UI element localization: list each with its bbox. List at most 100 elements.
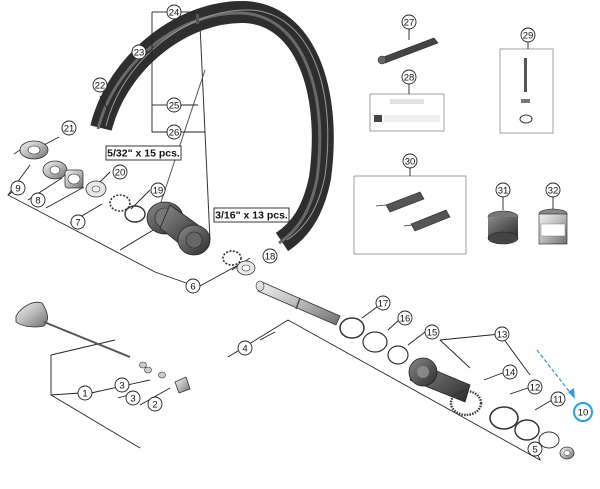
ball-retainer-left (109, 194, 131, 212)
callout-32: 32 (545, 182, 561, 198)
ratchet-ring (449, 389, 483, 417)
brake-pads-box (353, 175, 467, 255)
hub-axle (255, 280, 341, 326)
svg-text:6: 6 (190, 282, 195, 293)
ball-ring-left (124, 205, 146, 223)
callout-9: 9 (10, 180, 26, 196)
highlight-arrow (536, 349, 575, 399)
callout-10: 10 (573, 402, 593, 422)
svg-text:3: 3 (130, 394, 135, 405)
spacer (64, 169, 84, 189)
spokes (159, 24, 211, 241)
ring-12 (489, 406, 519, 430)
callout-19: 19 (150, 182, 166, 198)
svg-text:21: 21 (64, 124, 75, 135)
callout-22: 22 (92, 77, 108, 93)
ring-17 (339, 317, 365, 339)
svg-text:10: 10 (578, 408, 589, 419)
callout-29: 29 (520, 27, 536, 43)
callout-13: 13 (494, 326, 510, 342)
ring-10 (538, 431, 560, 449)
lock-nut (13, 140, 49, 160)
callout-11: 11 (550, 391, 566, 407)
callout-24: 24 (166, 4, 182, 20)
svg-text:3/16" x 13 pcs.: 3/16" x 13 pcs. (215, 210, 288, 222)
callout-18: 18 (262, 248, 278, 264)
svg-text:25: 25 (169, 101, 180, 112)
callout-23: 23 (131, 44, 147, 60)
ball-qty-label-right: 3/16" x 13 pcs. (213, 207, 290, 223)
svg-text:8: 8 (35, 196, 40, 207)
callout-28: 28 (401, 69, 417, 85)
svg-text:16: 16 (400, 314, 411, 325)
callout-6: 6 (185, 278, 201, 294)
svg-text:5/32" x 15 pcs.: 5/32" x 15 pcs. (107, 148, 180, 160)
ball-ring-right (222, 250, 242, 266)
callout-30: 30 (402, 153, 418, 169)
callout-16: 16 (397, 310, 413, 326)
hub-body (146, 201, 211, 256)
callout-12: 12 (527, 379, 543, 395)
callout-4: 4 (237, 340, 253, 356)
svg-text:31: 31 (498, 186, 509, 197)
cone (42, 160, 68, 180)
ring-15 (387, 345, 409, 365)
washer-18 (236, 260, 256, 276)
svg-text:29: 29 (523, 31, 534, 42)
svg-text:7: 7 (75, 218, 80, 229)
callout-21: 21 (61, 120, 77, 136)
callout-26: 26 (166, 124, 182, 140)
accessory-leaders (408, 29, 554, 210)
ball-qty-label-left: 5/32" x 15 pcs. (105, 145, 182, 161)
svg-text:13: 13 (497, 330, 508, 341)
callout-2: 2 (147, 396, 163, 412)
qr-springs-nut (139, 361, 191, 394)
callout-31: 31 (495, 182, 511, 198)
callout-5: 5 (527, 441, 543, 457)
svg-text:23: 23 (134, 48, 145, 59)
svg-text:15: 15 (427, 328, 438, 339)
spoke-nipple (196, 14, 199, 24)
svg-text:4: 4 (242, 344, 247, 355)
svg-text:32: 32 (548, 186, 559, 197)
svg-text:12: 12 (530, 383, 541, 394)
svg-text:30: 30 (405, 157, 416, 168)
callout-17: 17 (375, 295, 391, 311)
end-cap-5 (559, 446, 575, 460)
freehub-body (408, 357, 471, 403)
svg-text:22: 22 (95, 81, 106, 92)
svg-text:20: 20 (115, 168, 126, 179)
svg-text:9: 9 (15, 184, 20, 195)
valve-box (499, 48, 554, 134)
svg-text:27: 27 (404, 18, 415, 29)
callout-14: 14 (502, 364, 518, 380)
callout-15: 15 (424, 324, 440, 340)
svg-text:1: 1 (82, 389, 87, 400)
svg-text:24: 24 (169, 8, 180, 19)
callout-27: 27 (401, 14, 417, 30)
svg-text:3: 3 (119, 381, 124, 392)
ring-11 (514, 419, 540, 441)
callout-25: 25 (166, 97, 182, 113)
svg-text:5: 5 (532, 445, 537, 456)
svg-text:17: 17 (378, 299, 389, 310)
callout-3b: 3 (125, 390, 141, 406)
leader-lines (7, 11, 553, 462)
svg-text:18: 18 (265, 252, 276, 263)
dust-cap (85, 180, 107, 198)
rim-tape-roll (487, 210, 519, 245)
grease-jar (538, 208, 568, 245)
quick-release-lever (15, 301, 131, 358)
svg-text:11: 11 (553, 395, 563, 406)
callout-3a: 3 (114, 377, 130, 393)
callout-20: 20 (112, 164, 128, 180)
svg-text:14: 14 (505, 368, 516, 379)
svg-text:19: 19 (153, 186, 164, 197)
svg-text:2: 2 (152, 400, 157, 411)
callout-8: 8 (30, 192, 46, 208)
svg-text:26: 26 (169, 128, 180, 139)
callout-7: 7 (70, 214, 86, 230)
callout-1: 1 (77, 385, 93, 401)
ring-16 (362, 331, 388, 353)
